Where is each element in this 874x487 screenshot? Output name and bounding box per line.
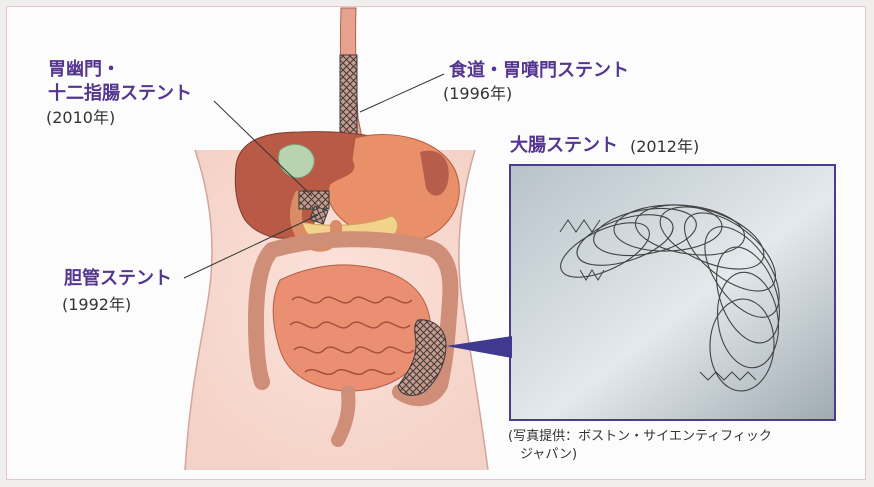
pyloric-stent-label-line1: 胃幽門・ bbox=[48, 60, 120, 81]
leader-esophageal bbox=[360, 74, 444, 112]
photo-credit-line1: (写真提供：ボストン・サイエンティフィック bbox=[508, 428, 772, 446]
esophageal-stent-mesh bbox=[340, 55, 357, 135]
pyloric-stent-year: (2010年) bbox=[46, 109, 115, 127]
esophageal-stent-label: 食道・胃噴門ステント bbox=[449, 61, 629, 82]
esophageal-stent-year: (1996年) bbox=[443, 85, 512, 103]
colon-stent-year: (2012年) bbox=[630, 138, 699, 156]
esophagus bbox=[340, 8, 363, 142]
photo-credit-line2: ジャパン) bbox=[520, 446, 577, 464]
biliary-stent-label: 胆管ステント bbox=[64, 269, 172, 290]
pyloric-stent-mesh bbox=[299, 191, 329, 209]
colon-stent-photo bbox=[510, 165, 835, 420]
colon-stent-label: 大腸ステント bbox=[510, 136, 618, 157]
biliary-stent-year: (1992年) bbox=[62, 296, 131, 314]
pyloric-stent-label-line2: 十二指腸ステント bbox=[48, 84, 192, 105]
